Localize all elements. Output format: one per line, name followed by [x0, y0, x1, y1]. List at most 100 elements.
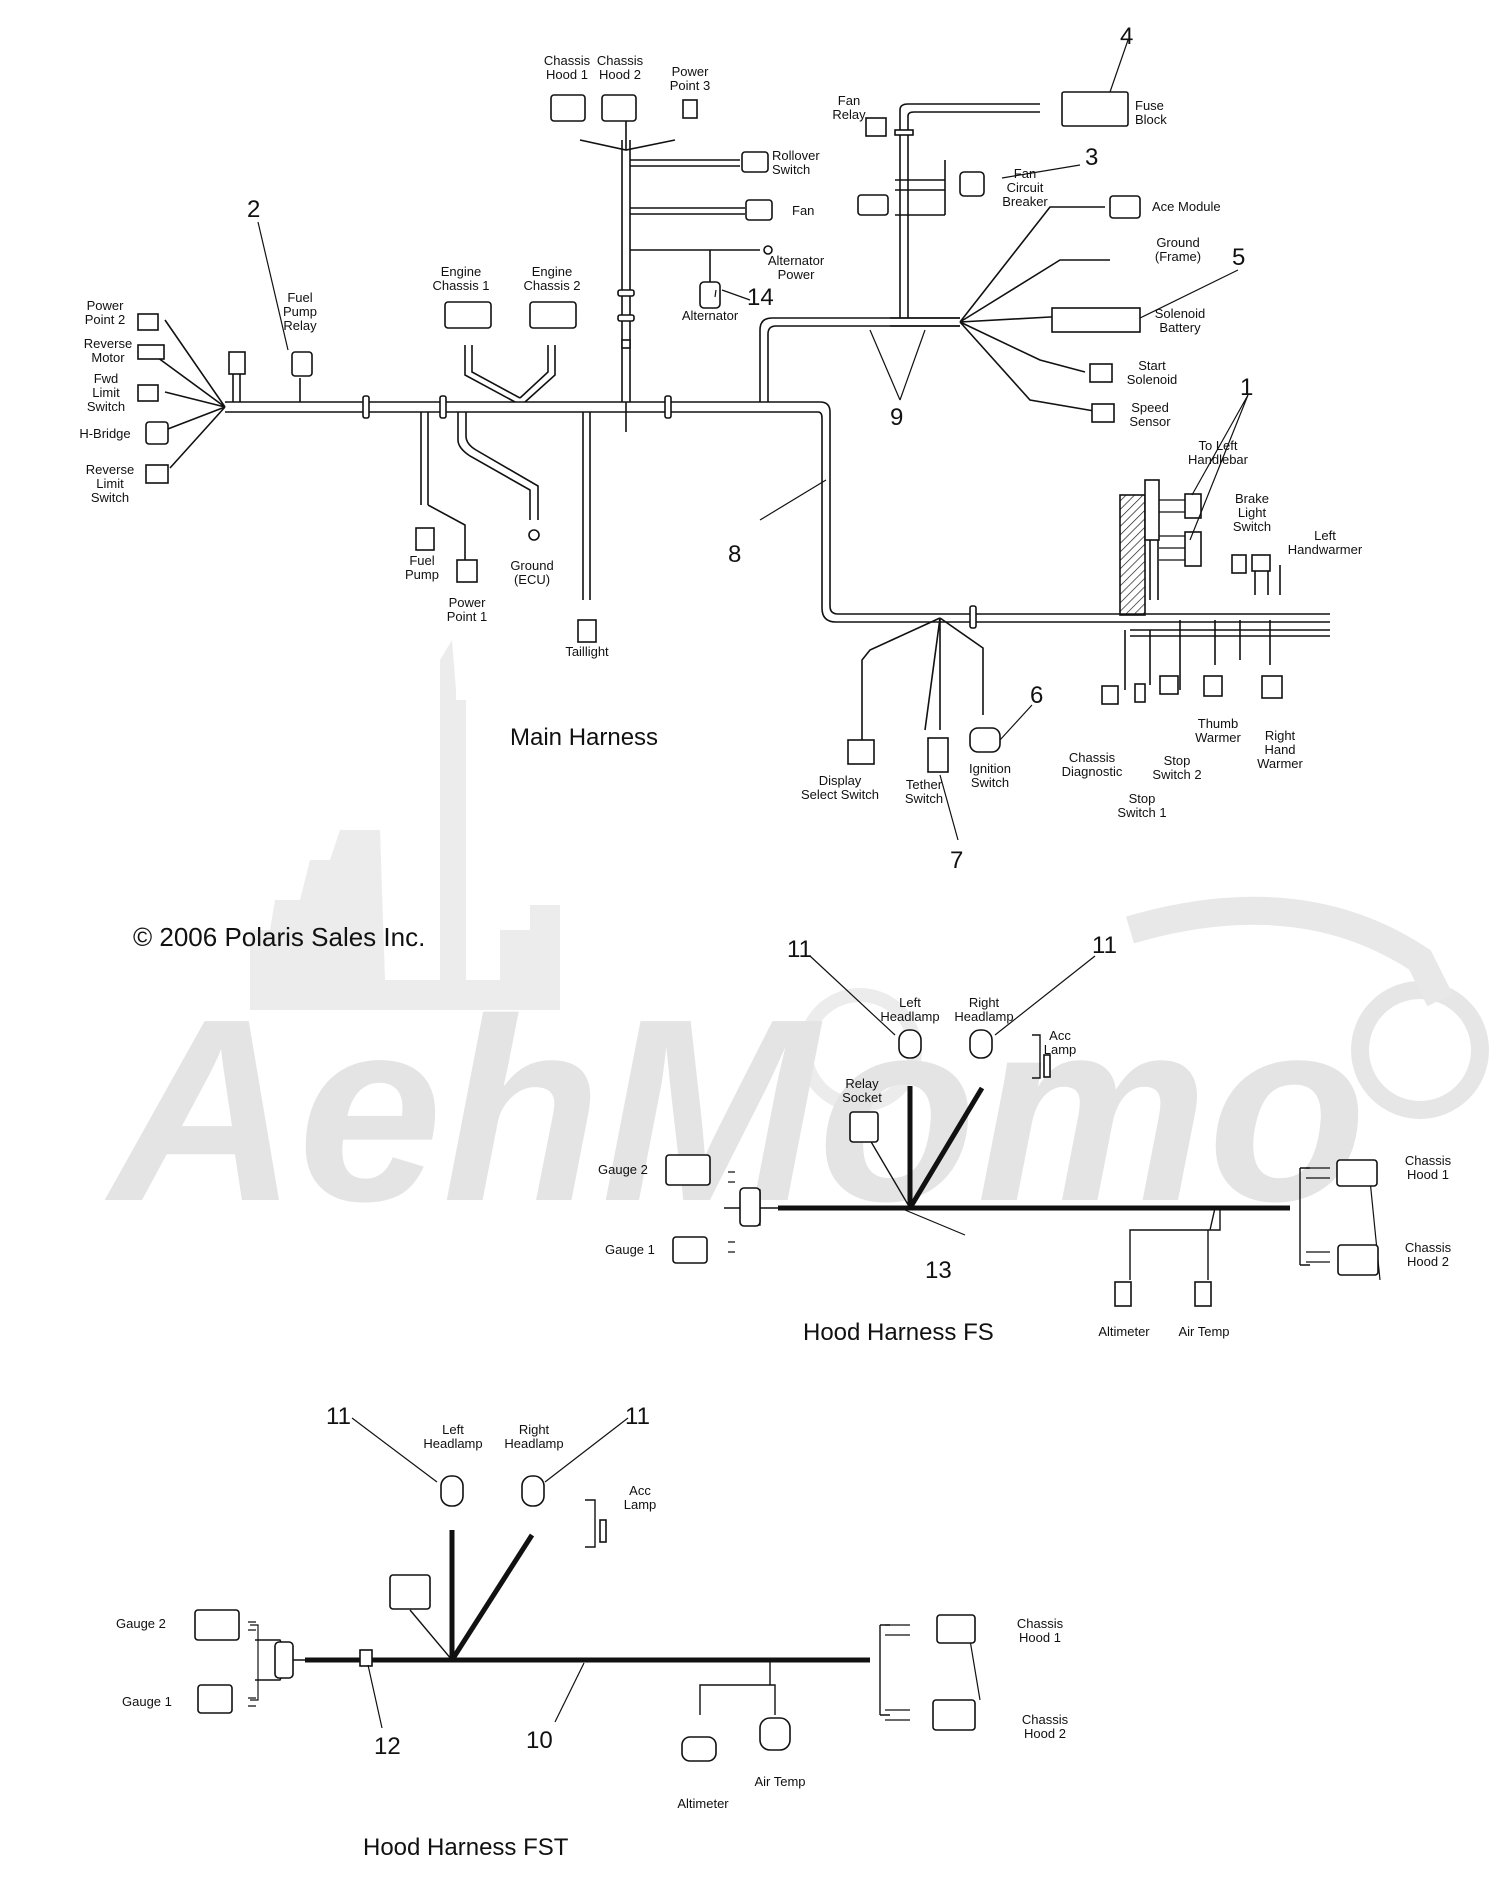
watermark-tower: [446, 700, 466, 980]
callout-2: 2: [247, 196, 260, 223]
fst-label-altimeter: Altimeter: [677, 1796, 729, 1811]
fuel-pump-connector: [415, 527, 435, 551]
fst-left-headlamp-connector: [440, 1475, 464, 1507]
left-handwarmer-connector: [1251, 554, 1271, 572]
fs-label-altimeter: Altimeter: [1098, 1324, 1150, 1339]
watermark-wheel: [1351, 981, 1489, 1119]
fs-acc-lamp-connector: [1043, 1054, 1051, 1078]
chassis-hood1-connector: [550, 94, 586, 122]
fst-gauge1-connector: [197, 1684, 233, 1714]
fs-relay-socket-connector: [849, 1111, 879, 1143]
watermark-skyline: [250, 640, 560, 1010]
fst-harness-plug: [274, 1641, 294, 1679]
callout-9: 9: [890, 404, 903, 431]
main-leaders: [257, 39, 1249, 841]
fuel-pump-relay-connector: [291, 351, 313, 377]
start-solenoid-connector: [1089, 363, 1113, 383]
power-point2-connector: [137, 313, 159, 331]
fst-wires: [248, 1499, 981, 1721]
display-select-connector: [847, 739, 875, 765]
brake-light-connector: [1231, 554, 1247, 574]
fst-label-air-temp: Air Temp: [754, 1774, 805, 1789]
label-ground-ecu: Ground(ECU): [510, 558, 553, 587]
alternator-power-connector: [763, 245, 773, 255]
fs-leaders: [809, 955, 1096, 1236]
fs-callout-11b: 11: [1092, 932, 1117, 959]
label-ace-module: Ace Module: [1152, 199, 1221, 214]
fwd-limit-connector: [137, 384, 159, 402]
fst-chassis-hood1-connector: [936, 1614, 976, 1644]
reverse-limit-connector: [145, 464, 169, 484]
chassis-hood2-connector: [601, 94, 637, 122]
main-callouts: 2 4 3 5 14 9 1 8 6 7: [247, 23, 1253, 874]
ace-module-connector: [1109, 195, 1141, 219]
main-harness-title: Main Harness: [510, 724, 658, 751]
fst-label-gauge2: Gauge 2: [116, 1616, 166, 1631]
fan-cb-connector: [959, 171, 985, 197]
callout-14: 14: [747, 284, 774, 311]
fs-label-gauge2: Gauge 2: [598, 1162, 648, 1177]
fst-leaders: [351, 1417, 629, 1729]
rollover-connector: [741, 151, 769, 173]
engine-chassis2-connector: [529, 301, 577, 329]
taillight-connector: [577, 619, 597, 643]
fs-label-air-temp: Air Temp: [1178, 1324, 1229, 1339]
watermark-bike: [1126, 896, 1453, 1007]
fst-acc-lamp-connector: [599, 1519, 607, 1543]
fan-relay-connector: [865, 117, 887, 137]
thumb-warmer-connector: [1203, 675, 1223, 697]
alternator-connector: [699, 281, 721, 309]
fst-connectors: [194, 1475, 976, 1762]
copyright: © 2006 Polaris Sales Inc.: [133, 922, 425, 952]
right-hand-warmer-connector: [1261, 675, 1283, 699]
fan-cb-2-connector: [857, 194, 889, 216]
fuse-block-connector: [1061, 91, 1129, 127]
callout-5: 5: [1232, 244, 1245, 271]
fs-chassis-hood2-connector: [1337, 1244, 1379, 1276]
fs-left-headlamp-connector: [898, 1029, 922, 1059]
callout-7: 7: [950, 847, 963, 874]
fs-altimeter-connector: [1114, 1281, 1132, 1307]
fst-altimeter-connector: [681, 1736, 717, 1762]
power-point3-connector: [682, 99, 698, 119]
fs-callout-13: 13: [925, 1257, 952, 1284]
hood-fs-title: Hood Harness FS: [803, 1319, 994, 1346]
label-alternator: Alternator: [682, 308, 739, 323]
fs-air-temp-connector: [1194, 1281, 1212, 1307]
watermark-text: AehMomo: [102, 966, 1367, 1256]
stop-switch2-connector: [1159, 675, 1179, 695]
hbridge-connector: [145, 421, 169, 445]
